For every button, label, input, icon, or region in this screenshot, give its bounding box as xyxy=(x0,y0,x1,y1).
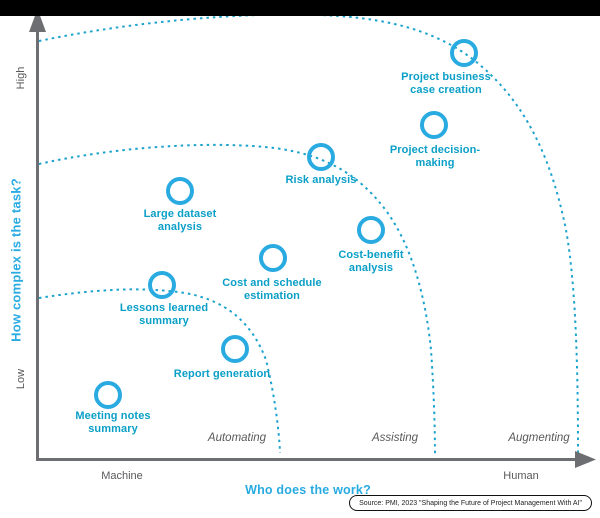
point-cost-benefit-analysis xyxy=(357,216,385,244)
point-label-cost-and-schedule-estimation: Cost and schedule estimation xyxy=(222,277,322,303)
point-risk-analysis xyxy=(307,143,335,171)
x-axis-title: Who does the work? xyxy=(245,483,371,497)
zone-label-augmenting: Augmenting xyxy=(508,432,570,444)
zone-label-automating: Automating xyxy=(207,432,267,444)
point-report-generation xyxy=(221,335,249,363)
x-axis-tick-machine: Machine xyxy=(101,470,143,482)
source-bar xyxy=(0,0,600,16)
point-lessons-learned-summary xyxy=(148,271,176,299)
y-axis-arrowhead-icon xyxy=(29,9,46,32)
y-axis-tick-high: High xyxy=(15,66,27,90)
y-axis-title: How complex is the task? xyxy=(8,178,24,342)
point-label-meeting-notes-summary: Meeting notes summary xyxy=(75,410,151,436)
point-label-report-generation: Report generation xyxy=(173,368,271,380)
curve-automating-boundary xyxy=(38,288,281,454)
point-label-risk-analysis: Risk analysis xyxy=(285,174,357,186)
curve-augmenting-boundary xyxy=(38,13,579,455)
point-large-dataset-analysis xyxy=(166,177,194,205)
point-project-business-case-creation xyxy=(450,39,478,67)
source-attribution: Source: PMI, 2023 "Shaping the Future of… xyxy=(349,495,592,511)
point-cost-and-schedule-estimation xyxy=(259,244,287,272)
point-label-lessons-learned-summary: Lessons learned summary xyxy=(119,302,209,328)
y-axis-tick-low: Low xyxy=(15,368,27,390)
point-label-large-dataset-analysis: Large dataset analysis xyxy=(143,208,217,234)
point-project-decision-making xyxy=(420,111,448,139)
zone-label-assisting: Assisting xyxy=(371,432,419,444)
point-label-project-decision-making: Project decision- making xyxy=(389,144,481,170)
point-meeting-notes-summary xyxy=(94,381,122,409)
point-label-project-business-case-creation: Project business case creation xyxy=(401,71,491,97)
point-label-cost-benefit-analysis: Cost-benefit analysis xyxy=(338,249,404,275)
x-axis-tick-human: Human xyxy=(503,470,539,482)
x-axis-arrowhead-icon xyxy=(575,451,596,468)
